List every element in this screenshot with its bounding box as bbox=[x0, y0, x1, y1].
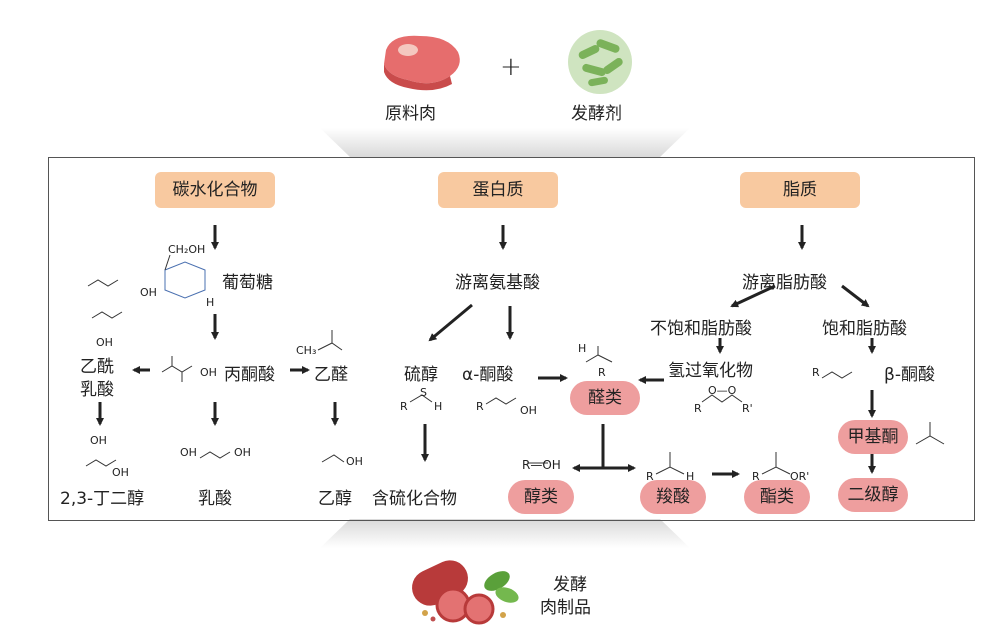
hydroperoxide-oo-label: O—O bbox=[708, 384, 737, 397]
sulfur-compounds-label: 含硫化合物 bbox=[372, 489, 457, 509]
hydroperoxide-r-label: R bbox=[694, 402, 702, 415]
lactic-acid-label: 乳酸 bbox=[198, 489, 232, 509]
thiol-h-label: H bbox=[434, 400, 443, 413]
acetolactate-label-line2: 乳酸 bbox=[80, 380, 114, 400]
unsaturated-fa-label: 不饱和脂肪酸 bbox=[650, 319, 752, 339]
raw-meat-icon bbox=[384, 35, 460, 91]
ethanol-structure bbox=[321, 454, 345, 463]
alcohol-roh-label: R—OH bbox=[522, 458, 561, 472]
glucose-h-label: H bbox=[206, 296, 215, 309]
butanediol-oh-top: OH bbox=[90, 434, 107, 447]
methyl-ketone-structure bbox=[915, 435, 945, 445]
ethanol-label: 乙醇 bbox=[318, 489, 352, 509]
saturated-fa-label: 饱和脂肪酸 bbox=[822, 319, 907, 339]
arrow-fa-unsat bbox=[730, 284, 776, 308]
beta-keto-structure bbox=[821, 371, 853, 379]
glucose-label: 葡萄糖 bbox=[222, 273, 273, 293]
aldehyde-r-label: R bbox=[598, 366, 606, 379]
pyruvate-oh-label: OH bbox=[200, 366, 217, 379]
lactic-structure bbox=[199, 451, 231, 459]
beta-keto-acid-label: β-酮酸 bbox=[884, 365, 935, 385]
lactic-oh-label: OH bbox=[180, 446, 197, 459]
fermented-sausage-icon bbox=[412, 560, 519, 625]
carboxylic-acid-pill: 羧酸 bbox=[640, 480, 706, 514]
beta-keto-r-label: R bbox=[812, 366, 820, 379]
acetaldehyde-label: 乙醛 bbox=[314, 365, 348, 385]
category-lipid: 脂质 bbox=[740, 172, 860, 208]
free-amino-acid-label: 游离氨基酸 bbox=[455, 273, 540, 293]
plus-sign: + bbox=[500, 52, 522, 82]
thiol-label: 硫醇 bbox=[404, 365, 438, 385]
butanediol-oh-bottom: OH bbox=[112, 466, 129, 479]
ester-r-label: R bbox=[752, 470, 760, 483]
acetolactate-structure bbox=[87, 279, 119, 287]
alcohol-pill: 醇类 bbox=[508, 480, 574, 514]
ester-pill: 酯类 bbox=[744, 480, 810, 514]
category-protein: 蛋白质 bbox=[438, 172, 558, 208]
hydroperoxide-label: 氢过氧化物 bbox=[668, 361, 753, 381]
output-label-line1: 发酵 bbox=[553, 575, 587, 595]
arrow-fa-sat bbox=[841, 284, 870, 308]
acid-h-label: H bbox=[686, 470, 695, 483]
keto-oh-label: OH bbox=[520, 404, 537, 417]
output-funnel bbox=[320, 519, 690, 548]
thiol-structure bbox=[409, 394, 433, 403]
acetaldehyde-ch3-label: CH₃ bbox=[296, 344, 317, 357]
acid-structure bbox=[655, 466, 685, 475]
aldehyde-h-label: H bbox=[578, 342, 587, 355]
secondary-alcohol-pill: 二级醇 bbox=[838, 478, 908, 512]
aldehyde-structure bbox=[585, 354, 613, 363]
aldehyde-pill: 醛类 bbox=[570, 381, 640, 415]
glucose-ring bbox=[164, 261, 206, 299]
glucose-ch2oh-label: CH₂OH bbox=[168, 243, 206, 256]
hydroperoxide-structure bbox=[701, 394, 743, 403]
category-carbohydrate: 碳水化合物 bbox=[155, 172, 275, 208]
bacteria-icon bbox=[568, 30, 632, 94]
input-ferment-label: 发酵剂 bbox=[571, 104, 622, 124]
methyl-ketone-pill: 甲基酮 bbox=[838, 420, 908, 454]
free-fatty-acid-label: 游离脂肪酸 bbox=[742, 273, 827, 293]
keto-acid-structure bbox=[485, 397, 517, 405]
ethanol-oh-label: OH bbox=[346, 455, 363, 468]
pyruvate-label: 丙酮酸 bbox=[224, 365, 275, 385]
butanediol-label: 2,3-丁二醇 bbox=[60, 489, 145, 509]
arrow-aa-thiol bbox=[428, 303, 473, 342]
acetolactate-oh-label: OH bbox=[96, 336, 113, 349]
glucose-oh-label: OH bbox=[140, 286, 157, 299]
lactic-oh-right-label: OH bbox=[234, 446, 251, 459]
output-label-line2: 肉制品 bbox=[540, 598, 591, 618]
butanediol-structure bbox=[85, 459, 117, 467]
input-meat-label: 原料肉 bbox=[385, 104, 436, 124]
keto-r-label: R bbox=[476, 400, 484, 413]
thiol-r-label: R bbox=[400, 400, 408, 413]
acid-r-label: R bbox=[646, 470, 654, 483]
keto-acid-label: α-酮酸 bbox=[462, 365, 514, 385]
acetolactate-label-line1: 乙酰 bbox=[80, 357, 114, 377]
acetaldehyde-structure bbox=[317, 342, 343, 351]
pathway-frame bbox=[48, 157, 975, 521]
thiol-s-label: S bbox=[420, 386, 427, 399]
hydroperoxide-r2-label: R' bbox=[742, 402, 753, 415]
pyruvate-structure bbox=[161, 365, 193, 373]
input-funnel bbox=[320, 128, 690, 157]
ester-or-label: OR' bbox=[790, 470, 810, 483]
ester-structure bbox=[761, 466, 791, 475]
